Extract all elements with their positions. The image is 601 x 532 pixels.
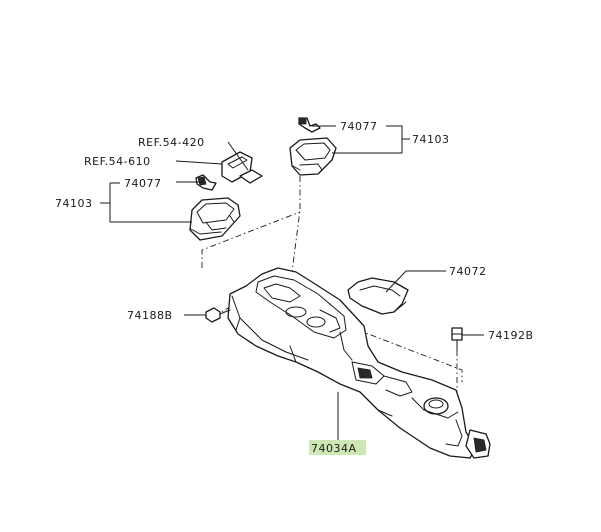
bolt-74188B[interactable] bbox=[205, 307, 231, 323]
ref-part-54-420[interactable] bbox=[239, 169, 263, 184]
assembly-line-right-cup bbox=[291, 176, 301, 273]
label-74103-right[interactable]: 74103 bbox=[412, 133, 450, 146]
label-74072[interactable]: 74072 bbox=[449, 265, 487, 278]
bolt-74192B[interactable] bbox=[451, 327, 463, 351]
label-74103-left[interactable]: 74103 bbox=[55, 197, 93, 210]
label-74188B[interactable]: 74188B bbox=[127, 309, 173, 322]
label-74192B[interactable]: 74192B bbox=[488, 329, 534, 342]
label-74077-left[interactable]: 74077 bbox=[124, 177, 162, 190]
leader-lines bbox=[100, 125, 484, 440]
clip-74077-right[interactable] bbox=[298, 117, 321, 133]
label-ref-54-420[interactable]: REF.54-420 bbox=[138, 136, 205, 149]
label-ref-54-610[interactable]: REF.54-610 bbox=[84, 155, 151, 168]
center-console-74034A[interactable] bbox=[227, 267, 491, 459]
label-74034A[interactable]: 74034A bbox=[311, 442, 357, 455]
cup-holder-right[interactable] bbox=[289, 137, 337, 176]
assembly-line-armrest bbox=[357, 329, 463, 382]
highlight-74034A bbox=[309, 440, 366, 455]
label-74077-right[interactable]: 74077 bbox=[340, 120, 378, 133]
armrest-lid-74072[interactable] bbox=[347, 277, 409, 315]
clip-74077-left[interactable] bbox=[195, 174, 217, 191]
cup-holder-left[interactable] bbox=[189, 197, 241, 241]
assembly-line-top bbox=[201, 211, 301, 268]
